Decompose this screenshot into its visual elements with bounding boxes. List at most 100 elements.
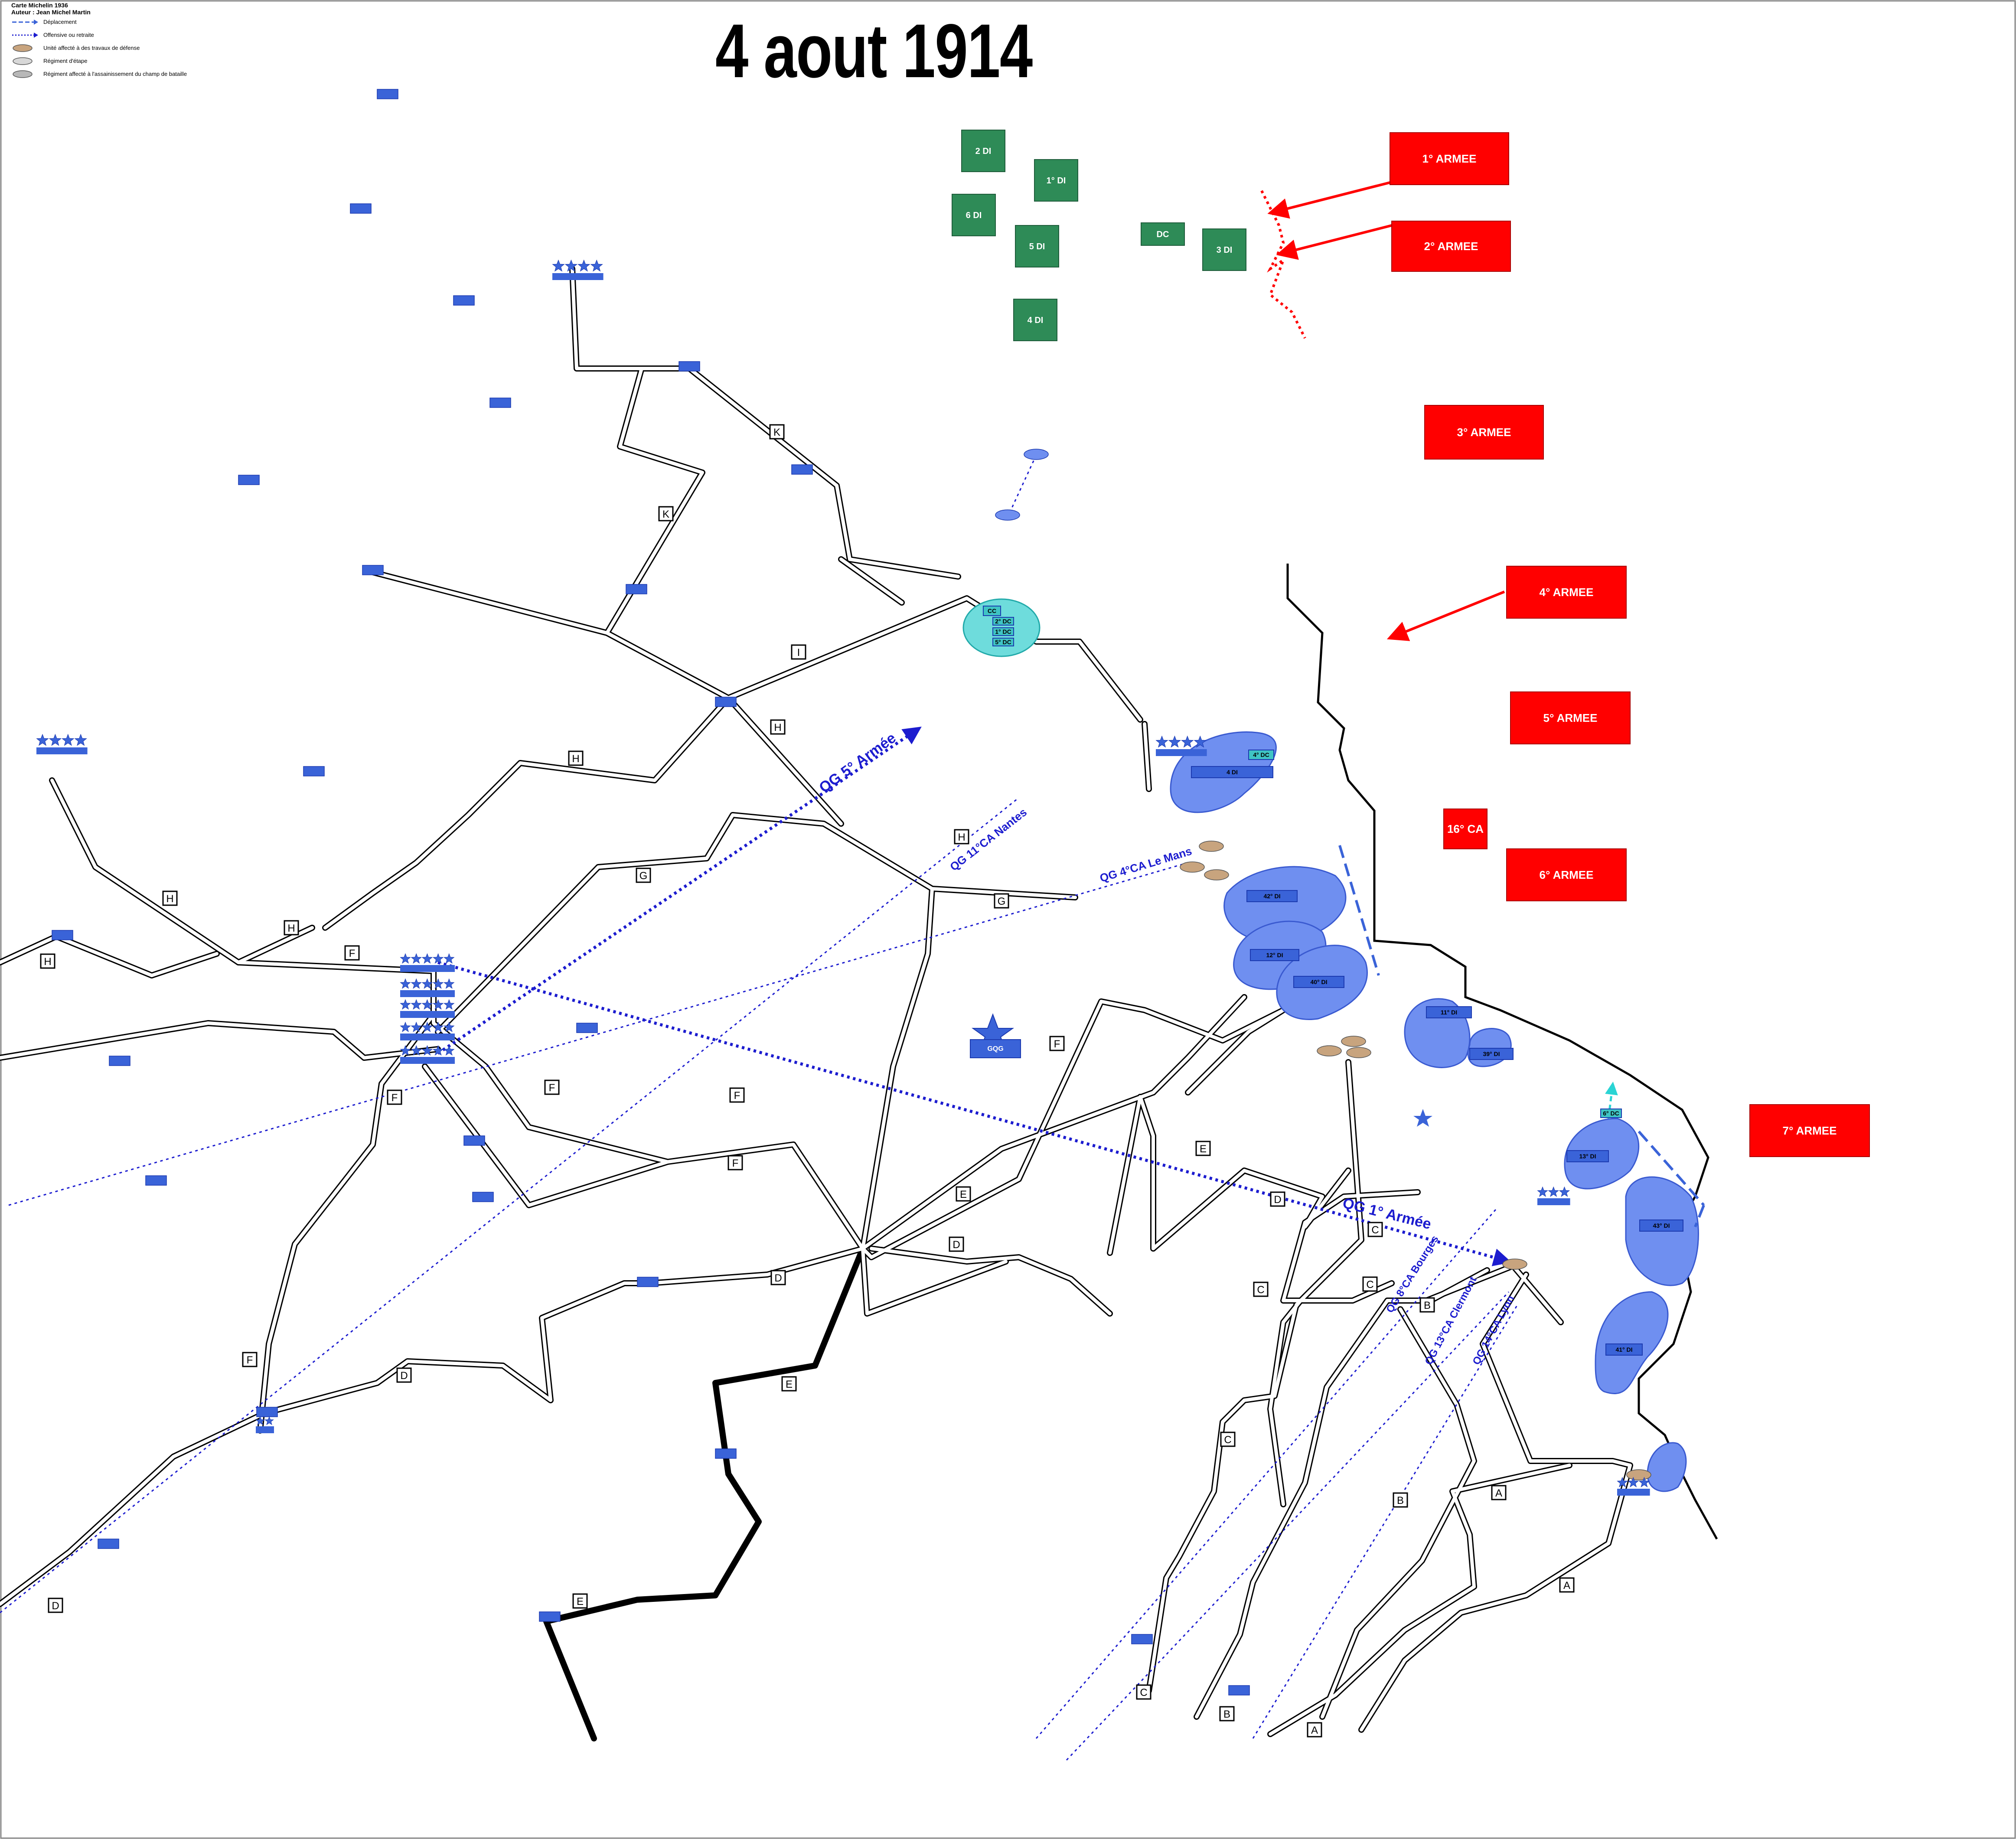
regiment-marker — [1024, 449, 1049, 460]
star-icon — [411, 978, 422, 989]
rail-line-marker: D — [949, 1236, 964, 1252]
regiment-marker — [145, 1175, 167, 1186]
defense-unit-marker — [1346, 1047, 1371, 1058]
star-icon — [577, 259, 590, 272]
rail-line-marker: B — [1393, 1492, 1408, 1508]
rail-line-marker: C — [1253, 1281, 1269, 1297]
rail-line-h3 — [49, 777, 315, 965]
rail-line-marker: E — [956, 1186, 971, 1202]
hq-stars — [36, 259, 1650, 1496]
svg-text:H: H — [572, 753, 579, 765]
legend-label: Déplacement — [43, 18, 77, 25]
star-icon — [74, 734, 87, 746]
svg-text:4 DI: 4 DI — [1227, 769, 1238, 776]
defense-unit-marker — [1317, 1045, 1342, 1056]
legend: Carte Michelin 1936 Auteur : Jean Michel… — [11, 2, 187, 81]
svg-text:K: K — [662, 509, 669, 520]
regiment-marker — [453, 295, 475, 306]
regiment-marker — [52, 930, 73, 940]
rail-line-marker: G — [994, 893, 1009, 909]
german-army-box: 2° ARMEE — [1391, 221, 1511, 272]
svg-text:G: G — [639, 870, 648, 882]
rail-line-marker: G — [636, 867, 651, 883]
rail-line-c1 — [1146, 1059, 1364, 1694]
svg-text:1° DC: 1° DC — [995, 628, 1011, 635]
svg-text:4° ARMEE: 4° ARMEE — [1539, 586, 1593, 599]
regiment-marker — [350, 203, 372, 214]
svg-text:16° CA: 16° CA — [1447, 822, 1484, 835]
svg-text:39° DI: 39° DI — [1483, 1050, 1500, 1057]
star-icon — [1168, 735, 1181, 748]
arrow-4th-army — [1386, 590, 1505, 641]
hq-label-14ca: QG 14°CA Lyon — [1470, 1294, 1517, 1367]
arrow-qg-11ca — [0, 797, 1019, 1614]
defense-unit-marker — [1204, 869, 1229, 880]
division-box: 4 DI — [1191, 766, 1273, 778]
svg-text:42° DI: 42° DI — [1263, 893, 1280, 900]
svg-text:F: F — [1054, 1038, 1060, 1050]
hq-star-group — [1617, 1477, 1650, 1496]
german-division-box: DC — [1141, 222, 1185, 246]
svg-text:2 DI: 2 DI — [975, 147, 992, 156]
rail-line-marker: B — [1219, 1706, 1235, 1722]
hq-star-group — [400, 999, 455, 1018]
rail-line-a2 — [1267, 1462, 1572, 1737]
rail-line-k1 — [569, 266, 692, 372]
rail-line-marker: C — [1367, 1222, 1383, 1237]
svg-text:C: C — [1224, 1434, 1231, 1446]
regiment-marker — [98, 1539, 119, 1549]
division-box: 40° DI — [1293, 976, 1344, 988]
arrow-qg-1-armee — [437, 961, 1512, 1266]
rail-line-marker: H — [568, 750, 584, 766]
division-box: 43° DI — [1639, 1219, 1683, 1232]
svg-text:6° ARMEE: 6° ARMEE — [1539, 868, 1593, 881]
dotted-arrow-icon — [12, 33, 38, 38]
svg-text:H: H — [287, 923, 295, 934]
division-box: 12° DI — [1250, 949, 1299, 961]
rail-line-marker: F — [1049, 1036, 1065, 1051]
rail-line-marker: D — [396, 1367, 412, 1383]
star-icon — [564, 259, 578, 272]
german-army-box: 6° ARMEE — [1506, 848, 1627, 901]
svg-text:I: I — [797, 647, 800, 659]
regiment-marker — [791, 464, 813, 475]
svg-text:D: D — [52, 1600, 59, 1612]
svg-text:DC: DC — [1157, 230, 1169, 239]
star-icon — [444, 978, 455, 989]
zone-41di — [1595, 1291, 1669, 1394]
svg-text:A: A — [1495, 1487, 1502, 1499]
legend-item-deplacement: Déplacement — [11, 16, 187, 29]
arrow-qg-8ca — [1035, 1209, 1497, 1739]
star-icon — [36, 734, 49, 746]
star-icon — [411, 1045, 422, 1056]
division-box: 6° DC — [1600, 1109, 1622, 1118]
svg-text:F: F — [549, 1082, 555, 1094]
grey-ellipse-icon — [13, 57, 33, 65]
rail-line-marker: D — [770, 1270, 786, 1285]
star-icon — [1155, 735, 1168, 748]
svg-text:G: G — [998, 896, 1006, 907]
svg-text:3° ARMEE: 3° ARMEE — [1457, 426, 1511, 439]
star-icon — [411, 1021, 422, 1032]
railway-network-inner — [0, 267, 1632, 1736]
star-icon — [421, 1045, 433, 1056]
svg-text:2° DC: 2° DC — [995, 618, 1011, 625]
german-division-box: 2 DI — [961, 130, 1005, 172]
legend-label: Unité affecté à des travaux de défense — [43, 44, 140, 51]
dashed-arrow-icon — [12, 20, 38, 25]
star-icon — [444, 999, 455, 1010]
division-box: 5° DC — [992, 638, 1014, 646]
rail-line-marker: K — [769, 424, 785, 440]
defense-unit-marker — [1180, 861, 1205, 873]
hq-label-4ca: QG 4°CA Le Mans — [1098, 845, 1194, 885]
grey-ellipse-icon — [13, 70, 33, 78]
svg-text:B: B — [1223, 1709, 1230, 1720]
german-division-box: 6 DI — [952, 194, 996, 236]
german-army-box: 7° ARMEE — [1749, 1104, 1870, 1157]
svg-text:E: E — [960, 1189, 967, 1200]
svg-text:4 DI: 4 DI — [1028, 316, 1044, 325]
svg-text:C: C — [1371, 1224, 1379, 1236]
svg-text:C: C — [1257, 1284, 1264, 1296]
regiment-marker — [679, 361, 700, 372]
frontier-line — [1286, 564, 1718, 1540]
